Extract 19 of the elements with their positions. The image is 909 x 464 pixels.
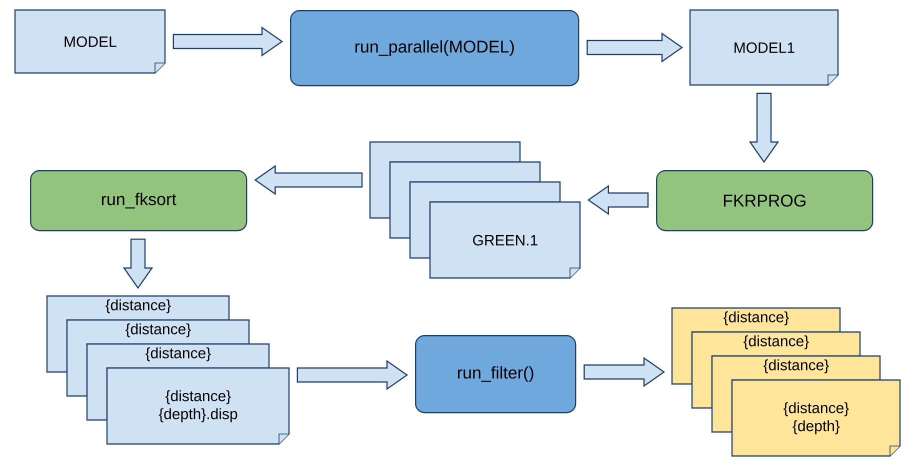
- process-box: run_filter(): [415, 335, 576, 414]
- block-arrow: [748, 92, 780, 164]
- stacked-card: [369, 141, 521, 219]
- block-arrow: [172, 26, 284, 57]
- block-arrow: [122, 238, 154, 290]
- stacked-card: [409, 181, 561, 259]
- document-card: MODEL: [14, 9, 166, 74]
- document-card: {distance} {depth}: [731, 379, 901, 457]
- block-arrow: [296, 360, 408, 390]
- document-card: {distance} {depth}.disp: [106, 367, 290, 445]
- block-arrow: [584, 356, 666, 388]
- process-box: run_fksort: [30, 170, 248, 232]
- process-box: FKRPROG: [656, 170, 874, 232]
- document-card: GREEN.1: [429, 201, 581, 279]
- block-arrow: [254, 164, 363, 196]
- document-card: MODEL1: [689, 9, 839, 86]
- block-arrow: [587, 184, 649, 216]
- block-arrow: [586, 32, 684, 63]
- process-box: run_parallel(MODEL): [290, 10, 580, 86]
